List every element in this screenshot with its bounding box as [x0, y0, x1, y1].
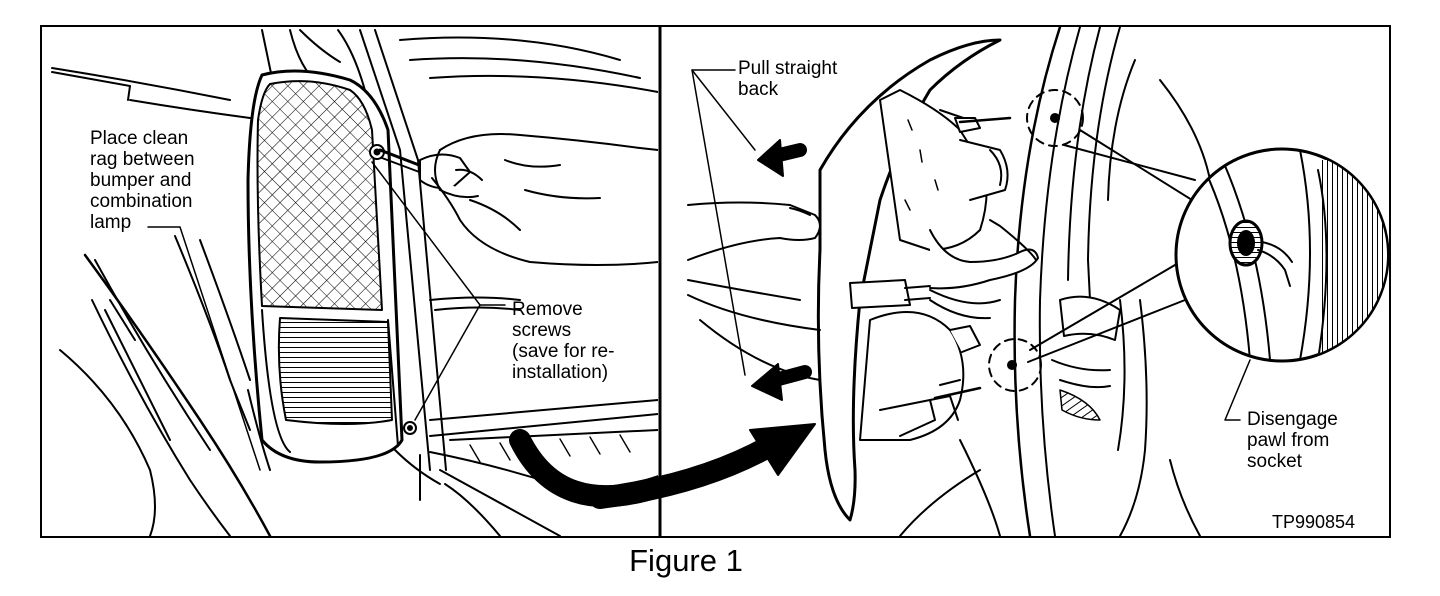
figure-caption: Figure 1 [629, 543, 743, 578]
rag-note: Place clean rag between bumper and combi… [90, 128, 195, 233]
screws-note: Remove screws (save for re- installation… [512, 299, 615, 383]
figure-code: TP990854 [1272, 512, 1356, 532]
right-panel-art [687, 27, 1389, 536]
pawl-leader [1224, 359, 1251, 421]
pull-arrow-lower-head [751, 363, 783, 401]
transition-arrow-body [589, 435, 781, 509]
wire-connector [849, 279, 911, 309]
screw-leader-lower [414, 304, 481, 421]
pull-arrow-upper-head [757, 139, 784, 177]
pull-note: Pull straight back [738, 58, 838, 100]
rag-leader [147, 226, 261, 471]
pawl-note: Disengage pawl from socket [1247, 409, 1338, 472]
upper-pawl-callout [1026, 89, 1084, 147]
left-panel-art [51, 29, 658, 536]
lower-pawl-callout [988, 338, 1042, 392]
lamp-reverse-lens [277, 317, 393, 425]
lamp-mesh-lens [256, 80, 383, 311]
pull-leader-lower [691, 69, 746, 376]
transition-arrow-head [749, 423, 816, 476]
